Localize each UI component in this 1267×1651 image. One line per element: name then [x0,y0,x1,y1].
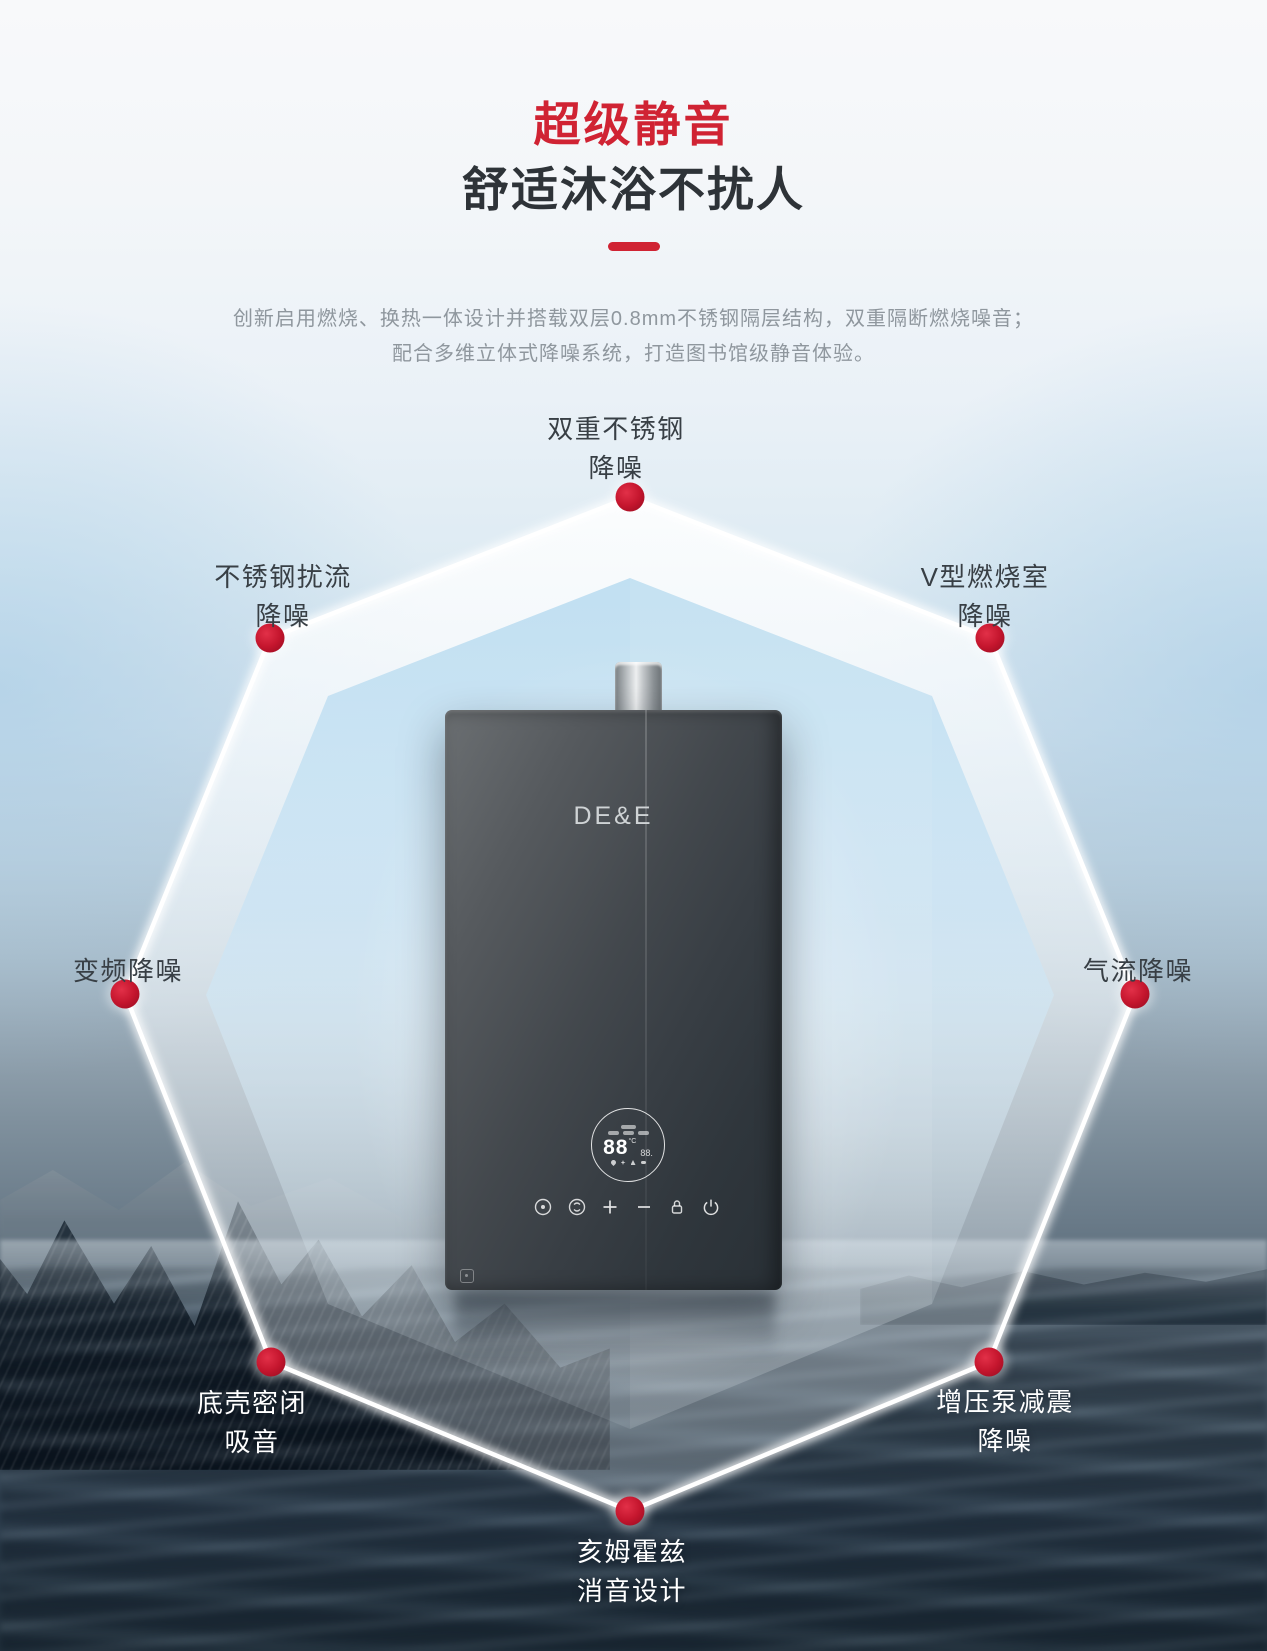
touch-control-row [532,1196,722,1218]
feature-dot-bottom [615,1496,645,1526]
description-line-2: 配合多维立体式降噪系统，打造图书馆级静音体验。 [392,343,875,365]
shower-mark-icon [460,1269,474,1283]
feature-dot-right [1120,979,1150,1009]
feature-label-line: 降噪 [957,601,1013,631]
feature-label-line: V型燃烧室 [920,562,1050,592]
temperature-value: 88 [603,1136,629,1159]
spray-icon [640,1161,646,1164]
feature-label-upper-left: 不锈钢扰流 降噪 [214,558,352,636]
feature-label-line: 双重不锈钢 [547,414,685,444]
feature-label-line: 降噪 [588,453,644,483]
water-drop-icon [609,1158,617,1167]
child-lock-icon [672,1200,683,1214]
display-status-pill [620,1125,636,1129]
brand-logo: DE&E [573,802,654,830]
page-subtitle: 舒适沐浴不扰人 [462,163,805,216]
feature-dots [106,478,1154,1530]
feature-label-line: 不锈钢扰流 [214,562,352,592]
feature-label-line: 降噪 [977,1426,1033,1456]
feature-label-line: 降噪 [255,601,311,631]
feature-dot-lower-right [974,1347,1004,1377]
feature-label-line: 消音设计 [576,1576,688,1606]
feature-label-line: 底壳密闭 [196,1388,308,1418]
recirculation-icon [568,1198,585,1216]
feature-label-line: 气流降噪 [1082,956,1194,986]
feature-dot-upper-right [975,623,1005,653]
feature-dot-top [615,482,645,512]
water-heater-product: DE&E 88 °C 88. [445,710,782,1290]
description-line-1: 创新启用燃烧、换热一体设计并搭载双层0.8mm不锈钢隔层结构，双重隔断燃烧噪音； [232,308,1035,330]
feature-dot-lower-left [256,1347,286,1377]
fan-icon [620,1160,626,1165]
product-display: 88 °C 88. [591,1108,665,1182]
display-temperature: 88 °C 88. [603,1137,653,1158]
flame-icon [630,1160,636,1165]
feature-label-bottom: 亥姆霍兹 消音设计 [577,1533,687,1611]
feature-label-line: 增压泵减震 [936,1387,1074,1417]
feature-label-upper-right: V型燃烧室 降噪 [921,558,1050,636]
power-button [703,1199,719,1216]
feature-label-left: 变频降噪 [73,952,183,991]
shower-mode-icon [534,1198,552,1216]
feature-label-right: 气流降噪 [1083,952,1193,991]
flue-pipe [615,662,662,714]
temperature-unit: °C [628,1138,637,1145]
feature-label-lower-right: 增压泵减震 降噪 [936,1383,1074,1461]
plus-button [603,1200,617,1214]
feature-label-line: 亥姆霍兹 [576,1537,688,1567]
feature-label-lower-left: 底壳密闭 吸音 [197,1384,307,1462]
feature-label-top: 双重不锈钢 降噪 [547,410,685,488]
feature-label-line: 吸音 [224,1427,280,1457]
feature-label-line: 变频降噪 [72,956,184,986]
secondary-value: 88. [640,1148,653,1158]
display-mode-row [607,1131,649,1135]
page-title: 超级静音 [533,98,734,151]
feature-dot-upper-left [255,623,285,653]
panel-seam [645,710,647,1290]
display-status-icons [609,1158,646,1167]
red-divider [607,242,660,251]
minus-button [637,1206,650,1208]
product-reflection [455,1292,775,1356]
feature-dot-left [110,979,140,1009]
